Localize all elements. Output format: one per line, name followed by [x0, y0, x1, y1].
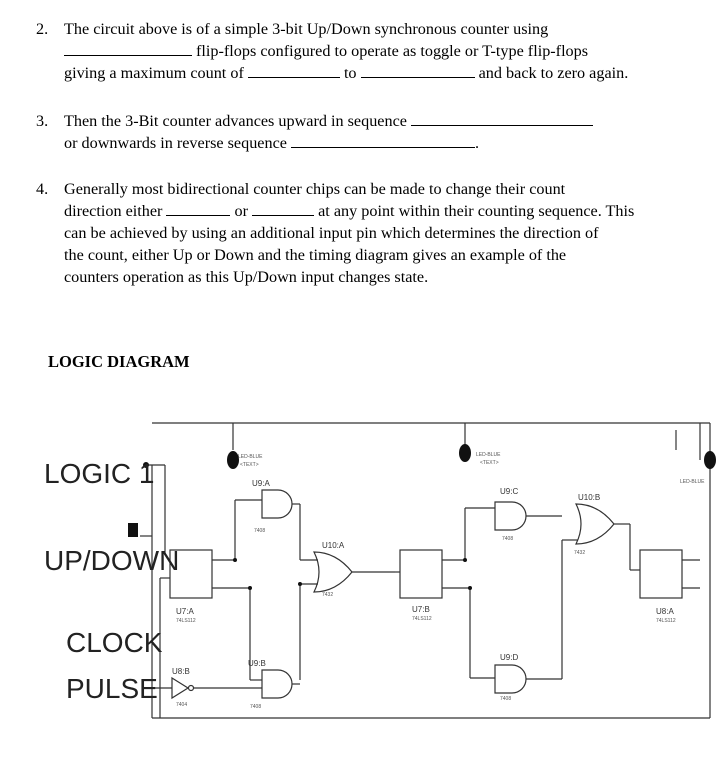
- gate-label-u9d: U9:D: [500, 653, 518, 662]
- updown-label: UP/DOWN: [44, 545, 179, 576]
- ic-label: 7432: [574, 550, 585, 556]
- question-text: flip-flops configured to operate as togg…: [196, 42, 589, 60]
- question-text-line: flip-flops configured to operate as togg…: [64, 40, 716, 62]
- question-text-line: the count, either Up or Down and the tim…: [64, 246, 567, 264]
- gate-label-u8b: U8:B: [172, 667, 190, 676]
- led-label: LED-BLUE: [238, 454, 263, 460]
- text-tag: <TEXT>: [240, 462, 259, 468]
- question-text-line: The circuit above is of a simple 3-bit U…: [64, 20, 549, 38]
- question-text-line: counters operation as this Up/Down input…: [64, 268, 429, 286]
- ic-label: 7408: [250, 704, 261, 710]
- question-text-line: Then the 3-Bit counter advances upward i…: [64, 110, 716, 132]
- ic-label: 74LS112: [176, 618, 196, 624]
- question-number: 4.: [36, 180, 49, 198]
- section-heading: LOGIC DIAGRAM: [48, 352, 190, 371]
- ic-label: 74LS112: [412, 616, 432, 622]
- answer-blank[interactable]: [166, 201, 231, 216]
- question-text: direction either: [64, 202, 163, 220]
- question-text-line: can be achieved by using an additional i…: [64, 224, 599, 242]
- question-text: giving a maximum count of: [64, 64, 244, 82]
- answer-blank[interactable]: [252, 201, 315, 216]
- ff-label-u8a: U8:A: [656, 607, 674, 616]
- ic-label: 7408: [254, 528, 265, 534]
- question-text-line: giving a maximum count of to and back to…: [64, 62, 716, 84]
- gate-label-u9b: U9:B: [248, 659, 266, 668]
- gate-label-u10a: U10:A: [322, 541, 345, 550]
- logic-diagram: LOGIC 1 UP/DOWN CLOCK PULSE LED-BLUE LED…: [44, 422, 716, 719]
- question-number: 3.: [36, 112, 49, 130]
- question-number: 2.: [36, 20, 49, 38]
- gate-label-u9c: U9:C: [500, 487, 518, 496]
- clock-label: CLOCK: [66, 627, 163, 658]
- question-text: and back to zero again.: [478, 64, 629, 82]
- question-text-line: direction either or at any point within …: [64, 200, 716, 222]
- answer-blank[interactable]: [411, 111, 594, 126]
- answer-blank[interactable]: [360, 63, 475, 78]
- gate-label-u10b: U10:B: [578, 493, 600, 502]
- ff-label-u7a: U7:A: [176, 607, 194, 616]
- ff-label-u7b: U7:B: [412, 605, 430, 614]
- question-text-line: Generally most bidirectional counter chi…: [64, 180, 566, 198]
- ic-label: 7404: [176, 702, 187, 708]
- ic-label: 7408: [502, 536, 513, 542]
- pulse-label: PULSE: [66, 673, 158, 704]
- answer-blank[interactable]: [291, 133, 475, 148]
- ic-label: 7408: [500, 696, 511, 702]
- question-text: to: [343, 64, 357, 82]
- question-text: at any point within their counting seque…: [318, 202, 635, 220]
- question-text: or: [234, 202, 249, 220]
- ic-label: 74LS112: [656, 618, 676, 624]
- answer-blank[interactable]: [247, 63, 340, 78]
- gate-label-u9a: U9:A: [252, 479, 270, 488]
- text-tag: <TEXT>: [480, 460, 499, 466]
- ic-label: 7432: [322, 592, 333, 598]
- led-label: LED-BLUE: [476, 452, 501, 458]
- logic1-label: LOGIC 1: [44, 458, 154, 489]
- question-text: .: [475, 134, 480, 152]
- question-text-line: or downwards in reverse sequence .: [64, 132, 716, 154]
- answer-blank[interactable]: [64, 41, 192, 56]
- question-text: Then the 3-Bit counter advances upward i…: [64, 112, 407, 130]
- question-text: or downwards in reverse sequence: [64, 134, 287, 152]
- led-label: LED-BLUE: [680, 479, 705, 485]
